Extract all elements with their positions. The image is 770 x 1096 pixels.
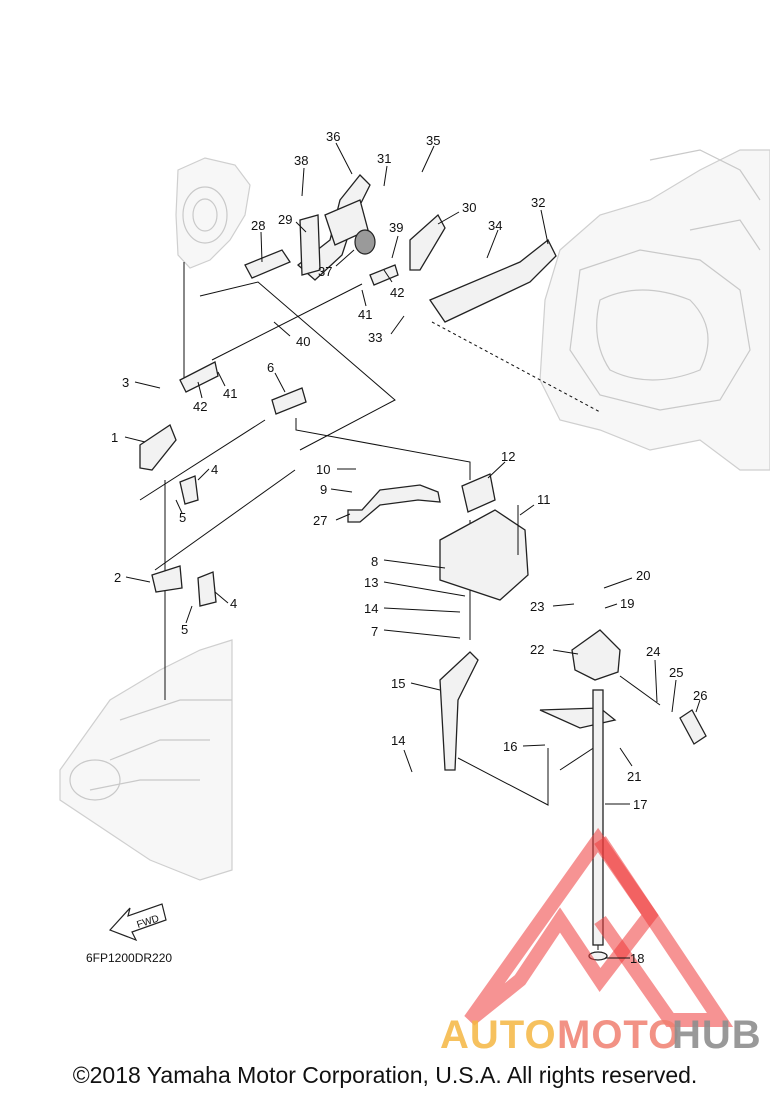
callout-26: 26 [693, 688, 707, 703]
callout-22: 22 [530, 642, 544, 657]
callout-23: 23 [530, 599, 544, 614]
callout-18: 18 [630, 951, 644, 966]
callout-42a: 42 [193, 399, 207, 414]
callout-30: 30 [462, 200, 476, 215]
callout-41a: 41 [223, 386, 237, 401]
callout-40: 40 [296, 334, 310, 349]
callout-39: 39 [389, 220, 403, 235]
watermark-hub: HUB [672, 1013, 762, 1057]
automotohub-watermark: AUTO MOTO HUB [440, 827, 762, 1057]
callout-5b: 5 [181, 622, 188, 637]
callout-16: 16 [503, 739, 517, 754]
top-cover-bracket [175, 157, 251, 269]
callout-20: 20 [636, 568, 650, 583]
callout-24: 24 [646, 644, 660, 659]
callout-6: 6 [267, 360, 274, 375]
engine-block-outline [539, 149, 770, 471]
callout-35: 35 [426, 133, 440, 148]
copyright-notice: ©2018 Yamaha Motor Corporation, U.S.A. A… [72, 1062, 698, 1088]
callout-9: 9 [320, 482, 327, 497]
callout-11: 11 [537, 492, 551, 507]
callout-7: 7 [371, 624, 378, 639]
callout-28: 28 [251, 218, 265, 233]
callout-15: 15 [391, 676, 405, 691]
fwd-arrow-icon: FWD [108, 903, 167, 942]
callouts: 1 2 3 4 4 5 5 6 7 8 9 10 11 12 13 14 14 … [111, 129, 707, 966]
callout-32: 32 [531, 195, 545, 210]
shift-lever-assembly [539, 629, 707, 961]
diagram-code: 6FP1200DR220 [86, 951, 172, 965]
callout-42b: 42 [390, 285, 404, 300]
cable-brackets [139, 387, 307, 607]
callout-3: 3 [122, 375, 129, 390]
shift-bracket-assembly [347, 473, 529, 771]
callout-2: 2 [114, 570, 121, 585]
callout-38: 38 [294, 153, 308, 168]
callout-1: 1 [111, 430, 118, 445]
watermark-triangle [464, 827, 659, 1026]
callout-25: 25 [669, 665, 683, 680]
callout-5a: 5 [179, 510, 186, 525]
callout-17: 17 [633, 797, 647, 812]
callout-19: 19 [620, 596, 634, 611]
callout-34: 34 [488, 218, 502, 233]
callout-8: 8 [371, 554, 378, 569]
callout-21: 21 [627, 769, 641, 784]
callout-4a: 4 [211, 462, 218, 477]
callout-31: 31 [377, 151, 391, 166]
callout-41b: 41 [358, 307, 372, 322]
watermark-auto: AUTO [440, 1013, 557, 1057]
callout-27: 27 [313, 513, 327, 528]
callout-10: 10 [316, 462, 330, 477]
lower-unit-housing [59, 639, 233, 881]
callout-33: 33 [368, 330, 382, 345]
callout-4b: 4 [230, 596, 237, 611]
callout-29: 29 [278, 212, 292, 227]
callout-14a: 14 [364, 601, 378, 616]
throttle-linkage-upper [179, 174, 557, 393]
callout-14b: 14 [391, 733, 405, 748]
callout-37: 37 [318, 264, 332, 279]
watermark-moto: MOTO [557, 1013, 680, 1057]
callout-13: 13 [364, 575, 378, 590]
callout-36: 36 [326, 129, 340, 144]
callout-12: 12 [501, 449, 515, 464]
